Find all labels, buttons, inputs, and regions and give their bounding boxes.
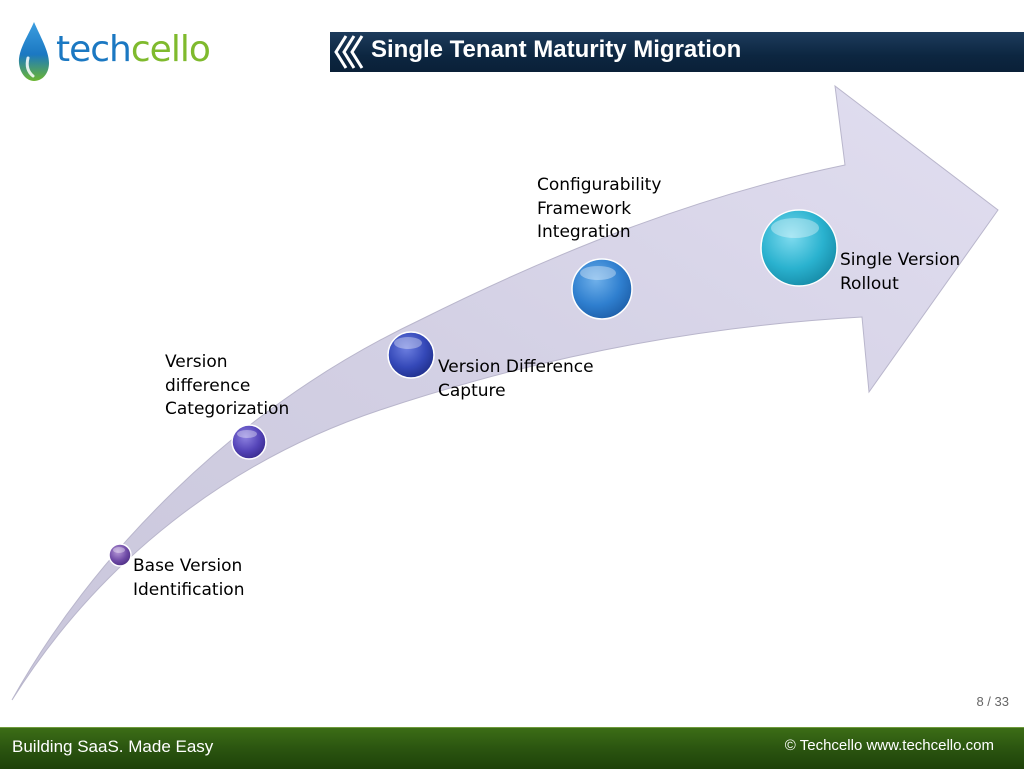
page-title: Single Tenant Maturity Migration (371, 36, 742, 63)
water-drop-icon (18, 22, 49, 81)
step-label-configurability-framework-integration: Configurability Framework Integration (537, 175, 662, 242)
curved-arrow-shape (11, 84, 999, 701)
process-arrow-diagram (11, 84, 999, 701)
title-bar: Single Tenant Maturity Migration (330, 32, 1024, 72)
logo-text-tech: tech (56, 29, 132, 70)
page-indicator: 8 / 33 (976, 694, 1009, 709)
step-bullet-3 (387, 331, 435, 379)
logo-text-cello: cello (130, 29, 211, 70)
techcello-logo: techcello (14, 18, 224, 84)
footer-bar: Building SaaS. Made Easy © Techcello www… (0, 727, 1024, 769)
step-bullet-1 (108, 543, 132, 567)
footer-tagline: Building SaaS. Made Easy (12, 737, 214, 756)
double-chevron-left-icon (334, 35, 364, 69)
step-label-single-version-rollout: Single Version Rollout (840, 250, 961, 294)
footer-copyright: © Techcello www.techcello.com (784, 737, 994, 754)
step-label-version-difference-capture: Version Difference Capture (438, 357, 594, 401)
step-label-base-version-identification: Base Version Identification (133, 556, 245, 600)
step-label-version-difference-categorization: Version difference Categorization (165, 352, 290, 419)
step-bullet-5 (760, 209, 838, 287)
step-bullet-4 (571, 258, 633, 320)
step-bullet-2 (231, 424, 267, 460)
